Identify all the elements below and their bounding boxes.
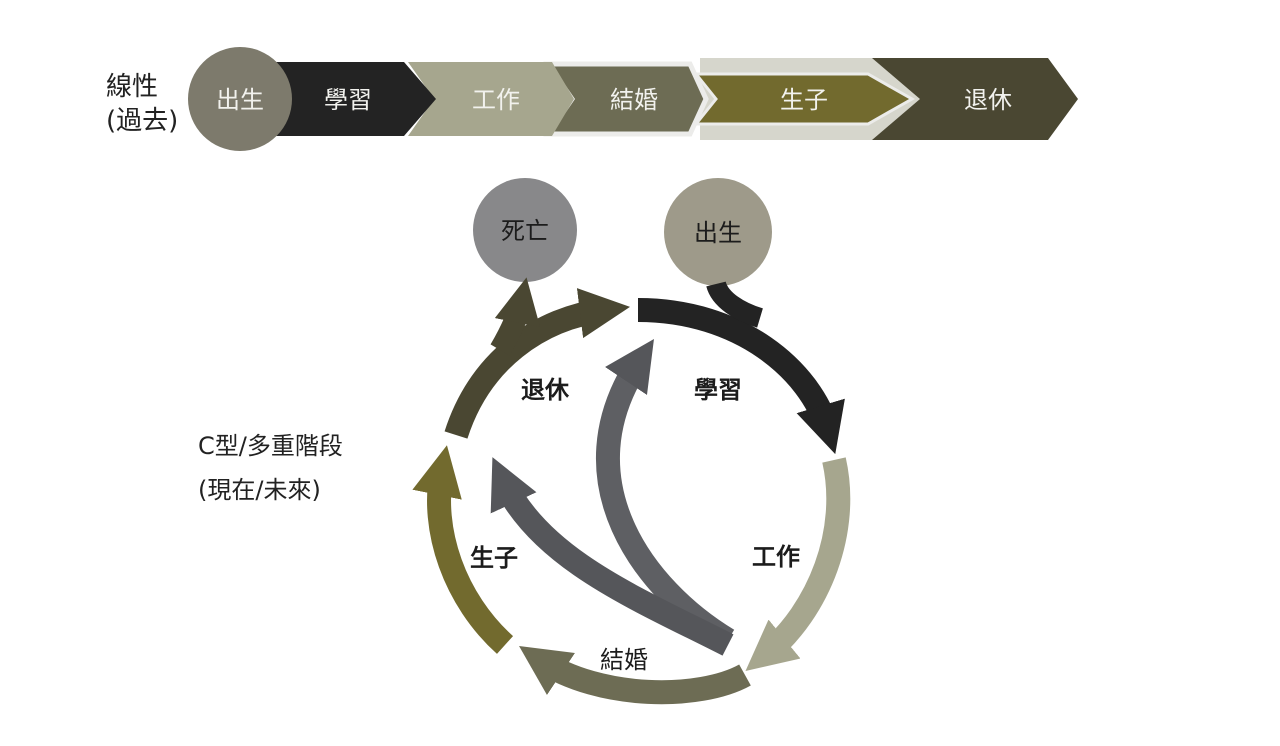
linear-stage-children [692, 72, 916, 126]
cycle-branch-birth [706, 280, 764, 328]
cycle-arrow-children [412, 445, 514, 654]
linear-stage-label: 退休 [964, 86, 1012, 114]
linear-stage-study [262, 62, 436, 136]
linear-stage-label: 結婚 [610, 86, 658, 114]
children-label: 生子 [470, 544, 518, 572]
cycle-label-title: C型/多重階段 [198, 432, 343, 460]
linear-birth-label: 出生 [216, 86, 264, 114]
linear-stage-label: 學習 [324, 86, 372, 114]
cycle-label: C型/多重階段 (現在/未來) [198, 424, 343, 512]
linear-label-subtitle: (過去) [106, 106, 179, 136]
linear-stage-label: 生子 [780, 86, 828, 114]
birth-label: 出生 [694, 219, 742, 247]
linear-label-title: 線性 [106, 72, 159, 102]
loop-arrow-to-work [490, 457, 734, 656]
linear-birth-circle [188, 47, 292, 151]
cycle-arrow-work [745, 457, 851, 671]
marriage-label: 結婚 [600, 646, 648, 674]
work-label: 工作 [752, 543, 800, 571]
linear-stage-label: 工作 [472, 86, 520, 114]
cycle-arrow-retire [444, 288, 631, 439]
cycle-arrow-marriage [519, 646, 751, 705]
linear-timeline: 出生 學習 工作 結婚 生子 退休 [188, 47, 1078, 151]
cycle-arrow-study [637, 298, 845, 455]
linear-stage-work [408, 62, 574, 136]
cycle-diagram: 死亡 出生 學習 退休 工作 生子 結婚 [412, 178, 851, 705]
retire-label: 退休 [521, 376, 570, 404]
cycle-label-subtitle: (現在/未來) [198, 476, 321, 504]
study-label: 學習 [694, 376, 742, 404]
birth-circle [664, 178, 772, 286]
linear-stage-retire [872, 58, 1078, 140]
death-circle [473, 178, 577, 282]
cycle-arrow-death [490, 277, 541, 356]
linear-label: 線性 (過去) [106, 70, 178, 138]
death-label: 死亡 [501, 217, 549, 245]
